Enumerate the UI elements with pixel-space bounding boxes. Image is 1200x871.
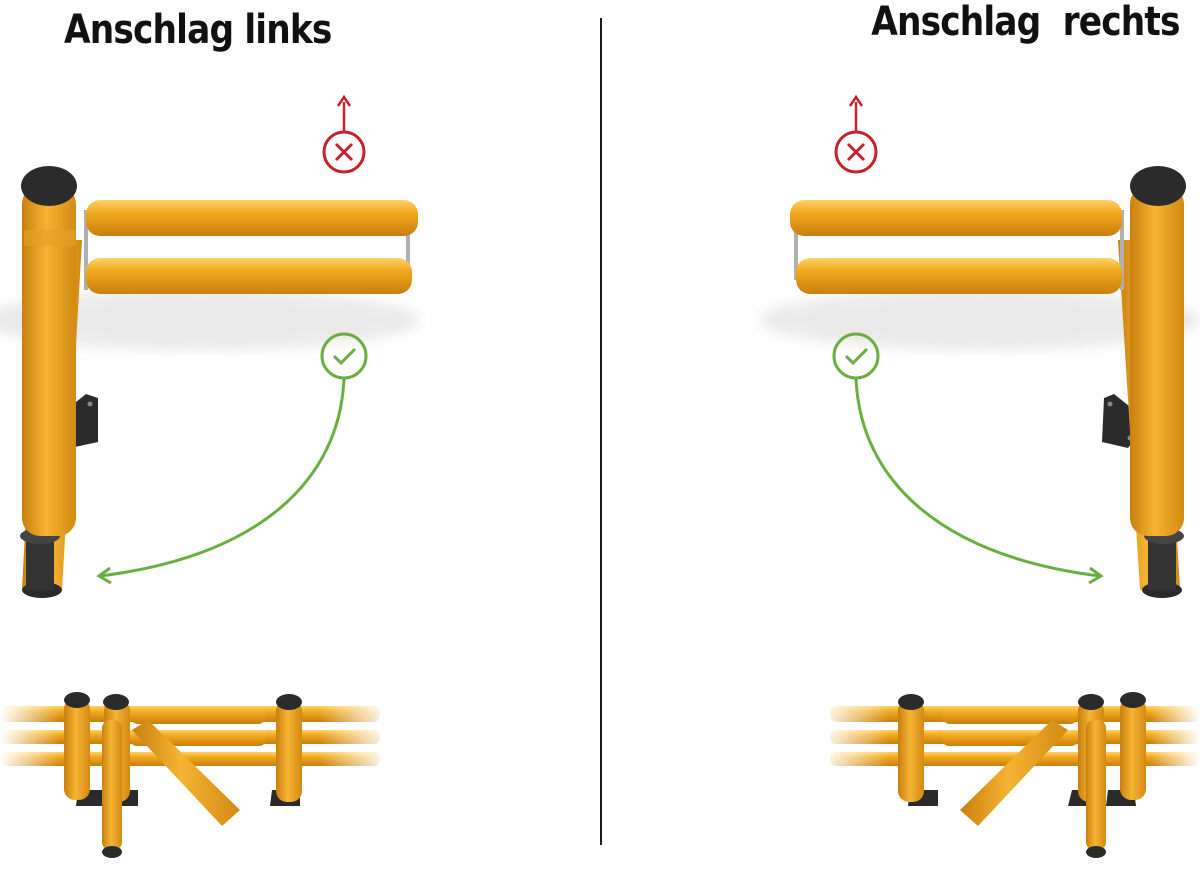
title-left: Anschlag links (64, 7, 332, 53)
right-overview (820, 690, 1200, 858)
left-overview (0, 690, 390, 858)
right-barrier (760, 166, 1200, 598)
center-divider (600, 18, 602, 845)
left-allowed-marker (96, 332, 368, 585)
right-allowed-marker (832, 332, 1104, 585)
x-circle-icon (322, 130, 366, 174)
swing-arrow-icon (854, 377, 1101, 578)
left-barrier (0, 166, 420, 598)
title-right: Anschlag rechts (871, 0, 1181, 45)
x-circle-icon (834, 130, 878, 174)
swing-arrow-icon (99, 377, 346, 578)
right-forbidden-marker (834, 94, 878, 174)
left-forbidden-marker (322, 94, 366, 174)
